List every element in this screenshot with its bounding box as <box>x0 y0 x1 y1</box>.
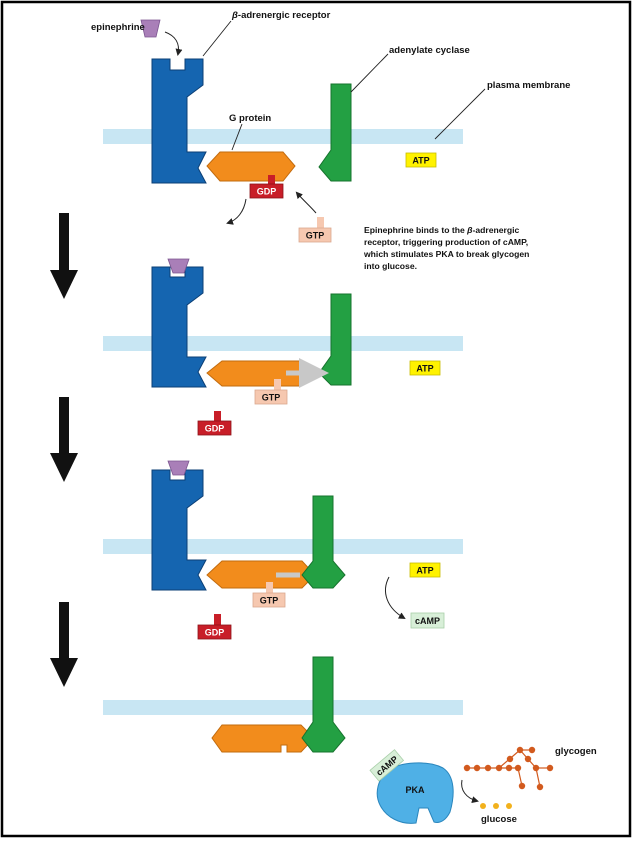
step-3 <box>103 460 463 640</box>
epinephrine-molecule <box>140 19 161 38</box>
g-protein-leader <box>231 123 243 151</box>
step-1 <box>103 19 486 243</box>
glycogen-unit <box>495 764 503 772</box>
gdp-label: GDP <box>205 628 225 638</box>
beta-adrenergic-receptor <box>151 58 207 184</box>
beta-adrenergic-receptor <box>151 266 207 388</box>
description-line-3: which stimulates PKA to break glycogen <box>363 249 529 259</box>
epinephrine-label: epinephrine <box>91 22 145 33</box>
glycogen-unit <box>473 764 481 772</box>
receptor-leader <box>202 20 232 57</box>
description-line-1-greek: β <box>466 225 473 235</box>
glycogen-unit <box>463 764 471 772</box>
step-arrow-1 <box>50 213 78 299</box>
gtp-label: GTP <box>262 393 281 403</box>
gtp-label: GTP <box>306 231 325 241</box>
gtp-tag <box>298 227 332 243</box>
glucose-unit <box>480 803 486 809</box>
gtp-stem <box>266 582 273 594</box>
g-protein <box>206 151 296 182</box>
gtp-binding-arrow <box>295 191 317 214</box>
adenylate-cyclase <box>301 656 346 753</box>
glycogen-chain <box>463 746 554 791</box>
glycogen-unit <box>546 764 554 772</box>
adenylate-cyclase <box>301 495 346 589</box>
camp-tag <box>410 612 445 629</box>
beta-adrenergic-receptor <box>151 469 207 591</box>
glycogen-unit <box>505 764 513 772</box>
gdp-tag <box>197 420 232 436</box>
glycogen-unit <box>528 746 536 754</box>
atp-to-camp-arrow <box>385 576 406 620</box>
gdp-label: GDP <box>257 187 277 197</box>
adenylate-cyclase <box>318 83 352 182</box>
glycogen-unit <box>524 755 532 763</box>
receptor-label-text: -adrenergic receptor <box>238 10 331 21</box>
gdp-tag <box>197 624 232 640</box>
description-line-1a: Epinephrine binds to the <box>364 225 467 235</box>
step-2 <box>103 258 463 436</box>
glucose-label: glucose <box>481 814 517 825</box>
glycogen-unit <box>532 764 540 772</box>
glycogen-unit <box>536 783 544 791</box>
gdp-stem <box>268 175 275 185</box>
cyclase-leader <box>350 53 389 93</box>
plasma-membrane <box>103 336 463 351</box>
glycogen-unit <box>514 764 522 772</box>
gdp-release-arrow <box>226 198 247 225</box>
camp-label: cAMP <box>415 616 440 626</box>
atp-label: ATP <box>416 566 433 576</box>
receptor-label: β-adrenergic receptor <box>231 10 331 21</box>
atp-tag <box>409 360 441 376</box>
glucose-unit <box>493 803 499 809</box>
atp-label: ATP <box>416 364 433 374</box>
atp-tag <box>409 562 441 578</box>
description-line-2: receptor, triggering production of cAMP, <box>364 237 528 247</box>
adenylate-cyclase-label: adenylate cyclase <box>389 45 470 56</box>
gtp-tag <box>252 592 286 608</box>
g-protein <box>206 560 316 589</box>
glycogen-unit <box>484 764 492 772</box>
gdp-stem <box>214 411 221 422</box>
atp-tag <box>405 152 437 168</box>
g-protein <box>211 724 315 753</box>
membrane-leader <box>434 88 486 140</box>
gtp-stem <box>274 379 281 391</box>
description-line-1b: -adrenergic <box>472 225 519 235</box>
description-line-4: into glucose. <box>364 261 417 271</box>
pka-enzyme <box>376 762 454 824</box>
pka-label: PKA <box>405 785 425 795</box>
glycogen-unit <box>516 746 524 754</box>
epinephrine-molecule <box>167 460 190 476</box>
gtp-tag <box>254 389 288 405</box>
plasma-membrane-label: plasma membrane <box>487 80 570 91</box>
glycogen-label: glycogen <box>555 746 597 757</box>
plasma-membrane <box>103 129 463 144</box>
step-arrow-3 <box>50 602 78 687</box>
g-protein-label: G protein <box>229 113 271 124</box>
glycogen-breakdown-arrow <box>461 779 479 804</box>
gdp-tag <box>249 183 284 199</box>
gtp-stem <box>317 217 324 229</box>
step-arrow-2 <box>50 397 78 482</box>
step-arrows <box>50 213 78 687</box>
gdp-label: GDP <box>205 424 225 434</box>
gtp-label: GTP <box>260 596 279 606</box>
atp-label: ATP <box>412 156 429 166</box>
epinephrine-molecule <box>167 258 190 274</box>
receptor-label-greek: β <box>231 10 238 21</box>
gdp-stem <box>214 614 221 626</box>
glycogen-unit <box>518 782 526 790</box>
plasma-membrane <box>103 700 463 715</box>
description-line-1: Epinephrine binds to the β-adrenergic <box>364 225 519 235</box>
glucose-unit <box>506 803 512 809</box>
step-4: cAMP <box>103 656 554 824</box>
plasma-membrane <box>103 539 463 554</box>
glycogen-unit <box>506 755 514 763</box>
binding-arrow <box>164 31 183 56</box>
